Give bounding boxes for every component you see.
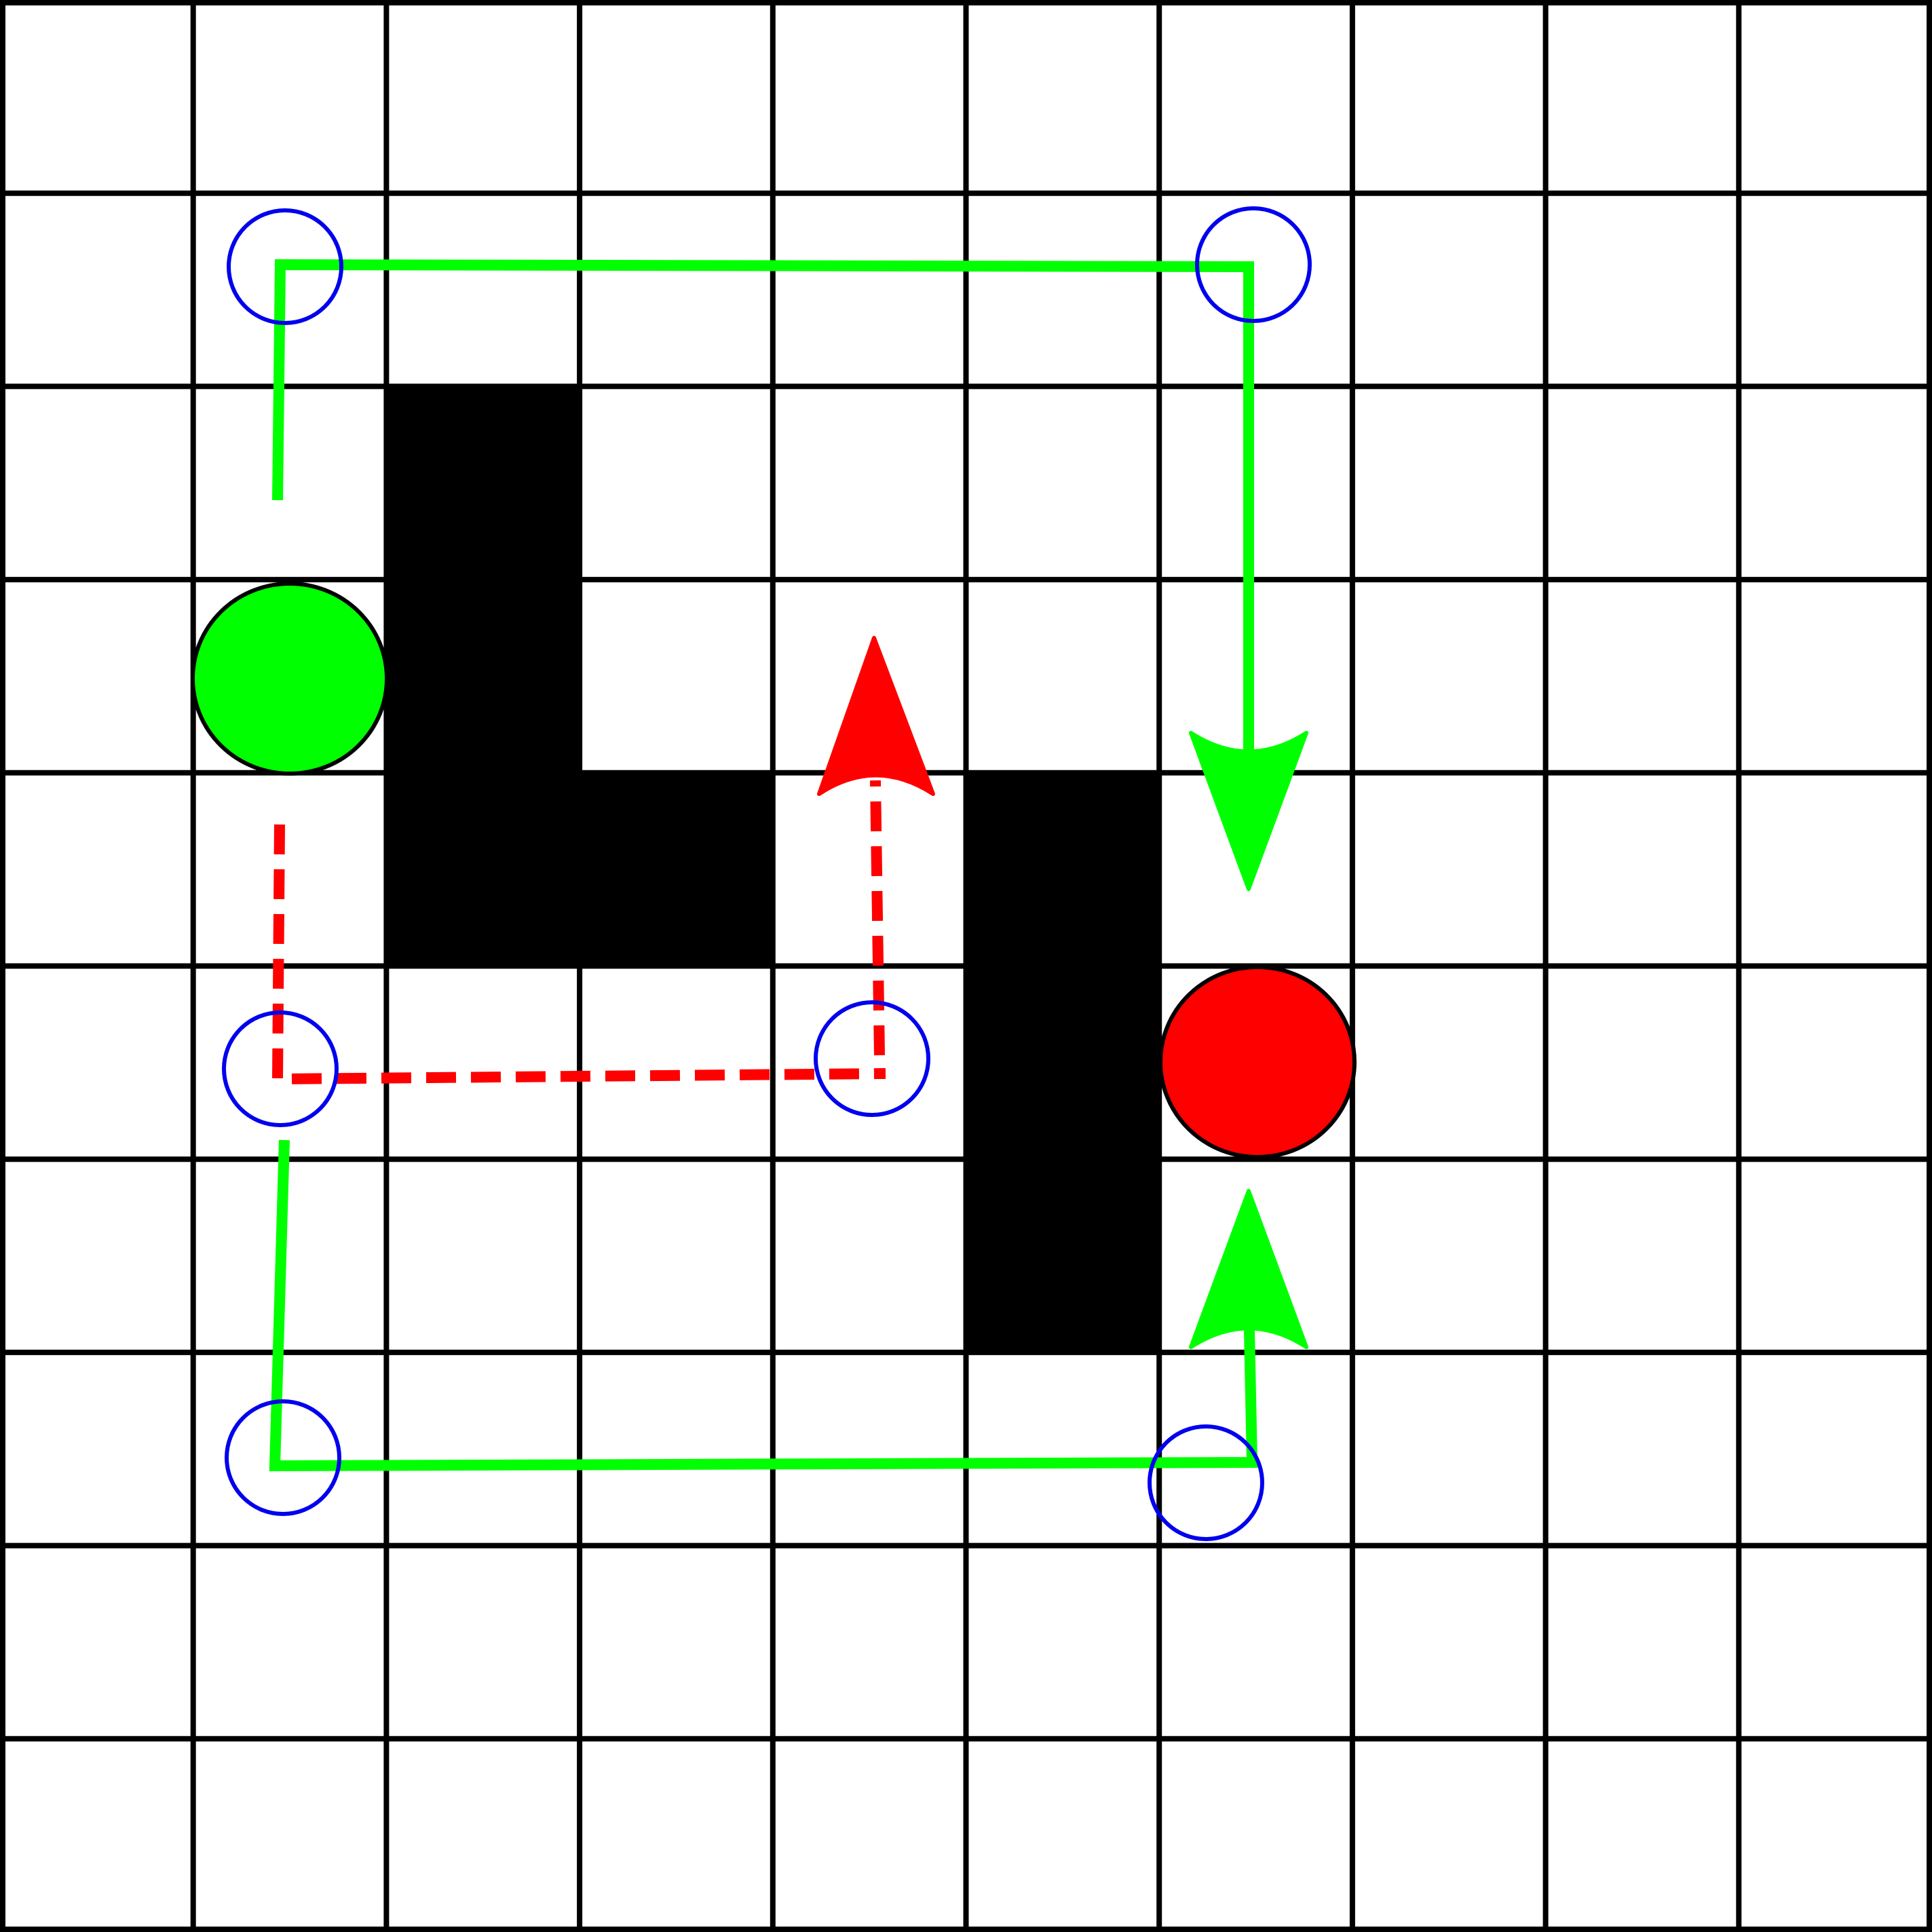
obstacle-cell (966, 1159, 1160, 1352)
obstacle-cell (386, 772, 580, 966)
green-path-upper-line (272, 259, 1254, 753)
obstacle-cell (386, 580, 580, 773)
waypoint-circle (814, 1000, 930, 1117)
waypoint-circle (222, 1010, 339, 1127)
green-agent (191, 582, 389, 776)
obstacle-cell (966, 966, 1160, 1160)
red-arrowhead-up (817, 636, 935, 796)
red-agent (1158, 965, 1357, 1159)
green-path-lower-line (269, 1139, 1258, 1472)
red-path-vertical (870, 780, 885, 1056)
obstacle-cell (966, 772, 1160, 966)
waypoint-markers (222, 206, 1312, 1541)
path-lines (269, 259, 1308, 1472)
obstacle-cell (386, 386, 580, 580)
waypoint-circle (1195, 206, 1312, 323)
obstacle-cell (580, 772, 773, 966)
agent-markers (191, 582, 1357, 1159)
waypoint-circle (1148, 1424, 1264, 1541)
green-arrowhead-down (1189, 731, 1308, 891)
waypoint-circle (225, 1399, 341, 1516)
obstacle-cells (386, 386, 1160, 1352)
waypoint-circle (227, 208, 343, 325)
green-arrowhead-up (1189, 1189, 1308, 1349)
